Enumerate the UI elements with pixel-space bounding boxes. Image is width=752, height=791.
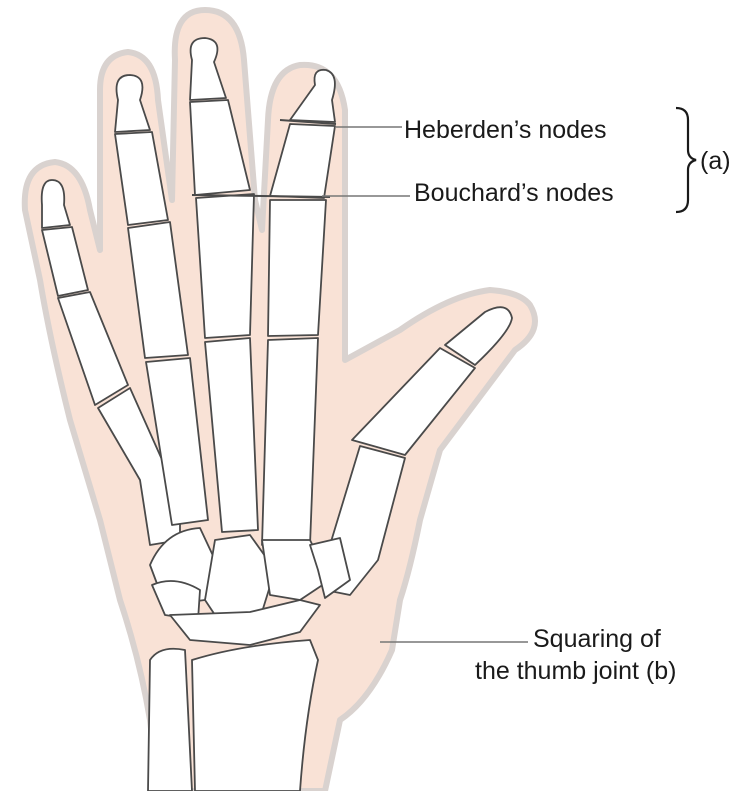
group-a-brace [676, 108, 696, 212]
ulna [148, 649, 192, 791]
finger-3-proximal [196, 194, 254, 338]
bouchards-nodes-label: Bouchard’s nodes [414, 179, 614, 208]
finger-4-metacarpal [262, 338, 318, 545]
finger-4-proximal [268, 200, 326, 336]
squaring-label-line-2: the thumb joint (b) [475, 657, 677, 686]
heberdens-nodes-label: Heberden’s nodes [404, 116, 606, 145]
radius [192, 640, 318, 791]
squaring-label-line-1: Squaring of [533, 625, 661, 654]
group-a-label: (a) [700, 147, 731, 176]
